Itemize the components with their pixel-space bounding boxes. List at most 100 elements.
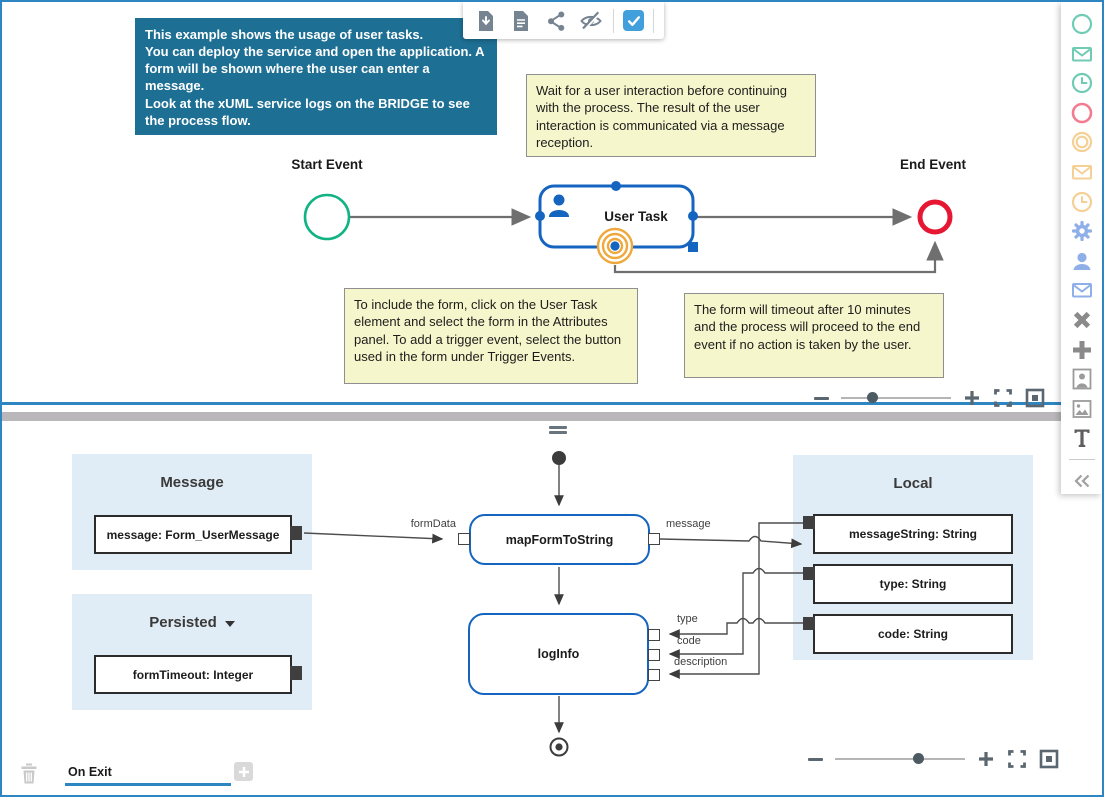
document-button[interactable] [508,8,534,34]
export-document-button[interactable] [473,8,499,34]
fullscreen-button[interactable] [1007,749,1027,769]
local-section-title: Local [893,475,933,492]
note-wait[interactable]: Wait for a user interaction before conti… [526,74,816,157]
timer-boundary-event-shape[interactable] [596,227,634,265]
log-input-port-code[interactable] [648,649,660,661]
splitter-bar[interactable] [2,412,1102,421]
plus-icon [965,391,979,405]
handle-top[interactable] [611,181,621,191]
end-event-shape[interactable] [917,199,953,235]
plus-icon [238,766,249,777]
palette-image[interactable] [1068,396,1096,422]
palette-service-task[interactable] [1068,218,1096,244]
palette-intermediate-event[interactable] [1068,129,1096,155]
checkbox-checked-icon [627,15,640,26]
tab-on-exit[interactable]: On Exit [68,765,112,779]
variable-label: type: String [879,577,947,591]
zoom-slider[interactable] [841,392,951,403]
local-variable-port[interactable] [803,516,815,529]
send-task-icon [1071,283,1092,298]
message-variable-box[interactable]: message: Form_UserMessage [94,515,292,554]
active-tab-underline [65,783,231,786]
local-variable-port[interactable] [803,567,815,580]
zoom-slider-handle[interactable] [913,753,924,764]
zoom-out-button[interactable] [814,396,829,400]
message-section-title: Message [160,474,224,491]
persisted-variable-box[interactable]: formTimeout: Integer [94,655,292,694]
hide-button[interactable] [578,8,604,34]
hide-icon [580,11,602,30]
local-variable-box[interactable]: type: String [813,564,1013,604]
document-icon [514,10,528,31]
palette-end-event[interactable] [1068,100,1096,126]
palette-message-intermediate-event[interactable] [1068,159,1096,185]
palette-message-start-event[interactable] [1068,41,1096,67]
zoom-slider-handle[interactable] [867,392,878,403]
add-tab-button[interactable] [234,762,253,781]
intermediate-event-icon [1071,132,1092,153]
message-variable-port[interactable] [290,526,302,540]
splitter-handle[interactable] [549,426,567,434]
persisted-section-title[interactable]: Persisted [72,614,312,631]
palette-parallel-gateway[interactable] [1068,337,1096,363]
local-variable-box[interactable]: messageString: String [813,514,1013,554]
pin-label-type: type [677,613,698,625]
palette-start-event[interactable] [1068,11,1096,37]
validate-toggle-button[interactable] [623,10,644,31]
fit-view-button[interactable] [1039,749,1059,769]
variable-label: messageString: String [848,527,978,541]
map-input-port[interactable] [458,533,470,545]
palette-collapse-button[interactable] [1068,468,1096,494]
palette-send-task[interactable] [1068,277,1096,303]
initial-node[interactable] [552,451,566,465]
note-timeout[interactable]: The form will timeout after 10 minutes a… [684,293,944,378]
info-annotation[interactable]: This example shows the usage of user tas… [135,18,497,135]
node-label: mapFormToString [505,532,614,547]
start-event-shape[interactable] [303,193,351,241]
fullscreen-button[interactable] [993,388,1013,408]
user-task-icon [1073,252,1090,270]
note-text: To include the form, click on the User T… [354,297,622,364]
local-variable-port[interactable] [803,617,815,630]
sequence-flow-timer-to-end[interactable] [613,240,944,274]
handle-right[interactable] [688,211,698,221]
pin-label-message: message [666,518,711,530]
handle-left[interactable] [535,211,545,221]
note-form[interactable]: To include the form, click on the User T… [344,288,638,384]
final-node[interactable] [549,737,569,757]
log-input-port-description[interactable] [648,669,660,681]
map-form-to-string-node[interactable]: mapFormToString [469,514,650,565]
palette-exclusive-gateway[interactable] [1068,307,1096,333]
pin-label-code: code [677,635,701,647]
title-text: Persisted [149,614,217,631]
delete-tab-button[interactable] [18,761,40,791]
persisted-variable-port[interactable] [290,666,302,680]
handle-corner[interactable] [688,242,698,252]
zoom-out-button[interactable] [808,757,823,761]
fit-view-button[interactable] [1025,388,1045,408]
palette-user-task[interactable] [1068,248,1096,274]
wire-message-to-formdata[interactable] [303,532,444,544]
message-intermediate-event-icon [1071,164,1092,180]
wire-messagestring-to-description[interactable] [668,522,805,679]
info-line: This example shows the usage of user tas… [145,27,424,42]
log-input-port-type[interactable] [648,629,660,641]
zoom-slider[interactable] [835,753,965,764]
palette-timer-start-event[interactable] [1068,70,1096,96]
chevron-down-icon[interactable] [224,621,235,627]
local-variable-box[interactable]: code: String [813,614,1013,654]
map-output-port[interactable] [648,533,660,545]
share-button[interactable] [543,8,569,34]
zoom-in-button[interactable] [963,389,981,407]
fit-view-icon [1039,749,1059,769]
palette-text-annotation[interactable] [1068,425,1096,451]
diagram-toolbar [463,2,664,39]
palette-timer-intermediate-event[interactable] [1068,189,1096,215]
zoom-in-button[interactable] [977,750,995,768]
variable-label: formTimeout: Integer [132,667,254,682]
log-info-node[interactable]: logInfo [468,613,649,695]
wire-message-out[interactable] [659,535,803,549]
image-icon [1072,399,1091,418]
palette-participant[interactable] [1068,366,1096,392]
